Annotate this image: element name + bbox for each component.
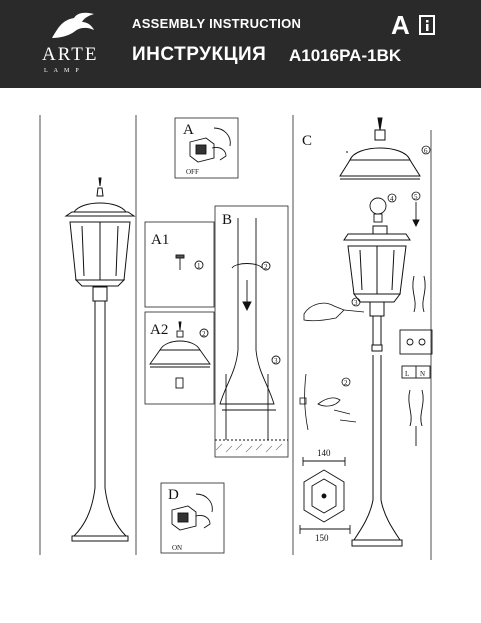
step-b-frame [214,205,289,458]
title-russian: ИНСТРУКЦИЯ [132,44,267,65]
mounting-detail [299,373,357,431]
step-a-frame [174,117,239,179]
callout-c-5: 5 [414,193,418,201]
lantern-body [343,225,411,352]
step-a2-label: A2 [150,322,168,338]
switch-off-text: OFF [186,168,199,176]
logo-subtitle: LAMP [44,68,85,74]
lamp-head-exploded [339,117,421,180]
callout-c-3: 3 [354,299,358,307]
dim-width-bottom: 150 [315,533,329,543]
info-book-icon [419,15,435,35]
brand-logo: ARTE LAMP [40,8,110,78]
screw-illustration [175,254,204,270]
hand-screwdriver [303,302,365,322]
title-english: ASSEMBLY INSTRUCTION [132,16,302,31]
model-number: A1016PA-1BK [289,46,402,65]
step-d-frame [160,482,225,554]
callout-c-6: 6 [424,147,428,155]
pole-lower [351,355,403,547]
callout-marks-c [341,145,431,387]
step-c-label: C [302,133,312,149]
step-a1-label: A1 [151,232,169,248]
step-b-label: B [222,212,232,228]
step-a2-frame [144,311,215,405]
step-a2-callout: 2 [202,330,206,338]
wiring-terminal [399,275,433,446]
switch-on-illustration [171,493,213,531]
terminal-l-label: L [405,370,409,378]
base-dimensions [299,457,351,534]
callout-c-4: 4 [390,195,394,203]
switch-off-illustration [189,127,231,163]
lamp-cap-illustration [149,321,211,389]
header-bar: ARTE LAMP ASSEMBLY INSTRUCTION ИНСТРУКЦИ… [0,0,481,88]
step-d-label: D [168,487,179,503]
callout-c-2: 2 [344,379,348,387]
step-a-label: A [183,122,194,138]
pole-install-illustration [215,218,288,441]
grade-letter: A [391,10,410,40]
step-b-callout-bolt: 3 [274,357,278,365]
switch-on-text: ON [172,544,182,552]
lamp-post-overview [64,177,136,542]
dim-width-top: 140 [317,448,331,458]
terminal-n-label: N [420,370,425,378]
bulb-illustration [369,197,420,228]
griffin-icon [52,12,94,38]
ground-hatching [215,443,283,453]
step-a1-frame [144,221,215,308]
step-a1-callout: 1 [197,262,201,270]
logo-wordmark: ARTE [42,44,99,65]
step-b-callout-rotate: 2 [264,263,268,271]
